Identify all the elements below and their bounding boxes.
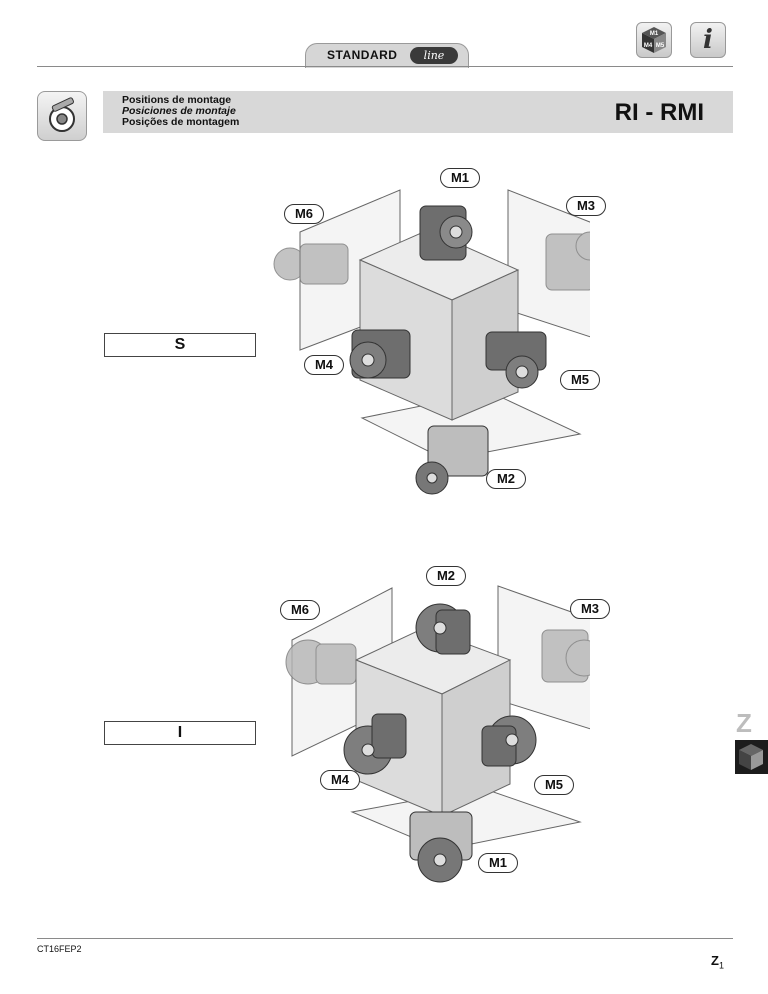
gearbox-m6-icon <box>273 243 349 285</box>
header-rule <box>37 66 733 67</box>
s-label-right: M3 <box>566 196 606 216</box>
title-es: Posiciones de montaje <box>122 105 236 117</box>
mounting-cube-icon[interactable]: M1 M4 M5 <box>636 22 672 58</box>
mounting-diagram-s <box>273 189 590 495</box>
gearbox-m3-icon <box>545 231 590 291</box>
s-label-front-left: M4 <box>304 355 344 375</box>
i-label-front-right: M5 <box>534 775 574 795</box>
gearbox-m6-icon <box>285 639 357 685</box>
cube-badge-right: M5 <box>656 43 665 49</box>
i-label-front-left: M4 <box>320 770 360 790</box>
section-i-label: I <box>104 721 256 745</box>
info-icon[interactable]: i <box>690 22 726 58</box>
gearbox-m3-icon <box>541 629 590 683</box>
i-label-bottom: M1 <box>478 853 518 873</box>
gearbox-m1-icon <box>419 205 473 261</box>
side-tab[interactable] <box>735 740 768 774</box>
line-logo: line <box>410 47 458 64</box>
gearbox-m1-icon <box>409 811 473 883</box>
s-label-top: M1 <box>440 168 480 188</box>
page-number: Z1 <box>711 953 724 971</box>
title-pt: Posições de montagem <box>122 116 240 128</box>
gearbox-m4-icon <box>343 713 407 775</box>
gearbox-m5-icon <box>485 331 547 389</box>
i-label-top: M2 <box>426 566 466 586</box>
standard-label: STANDARD <box>327 48 398 62</box>
gearbox-m2-icon <box>415 425 489 495</box>
product-code: RI - RMI <box>614 99 704 126</box>
i-label-left: M6 <box>280 600 320 620</box>
gearbox-m5-icon <box>481 715 537 767</box>
title-band <box>103 91 733 133</box>
section-s-label: S <box>104 333 256 357</box>
i-label-right: M3 <box>570 599 610 619</box>
gear-shaft-icon <box>37 91 87 141</box>
section-letter: Z <box>736 708 752 738</box>
side-tab-cube-icon <box>739 744 763 770</box>
s-label-front-right: M5 <box>560 370 600 390</box>
cube-badge-top: M1 <box>650 31 659 37</box>
title-fr: Positions de montage <box>122 94 232 106</box>
gearbox-m2-icon <box>415 603 471 655</box>
s-label-left: M6 <box>284 204 324 224</box>
cube-right <box>451 269 519 421</box>
cube-badge-left: M4 <box>644 43 653 49</box>
cube-right <box>441 659 511 817</box>
gearbox-m4-icon <box>349 329 411 379</box>
footer-rule <box>37 938 733 939</box>
s-label-bottom: M2 <box>486 469 526 489</box>
mounting-diagram-i <box>285 585 590 883</box>
catalog-code: CT16FEP2 <box>37 944 82 954</box>
